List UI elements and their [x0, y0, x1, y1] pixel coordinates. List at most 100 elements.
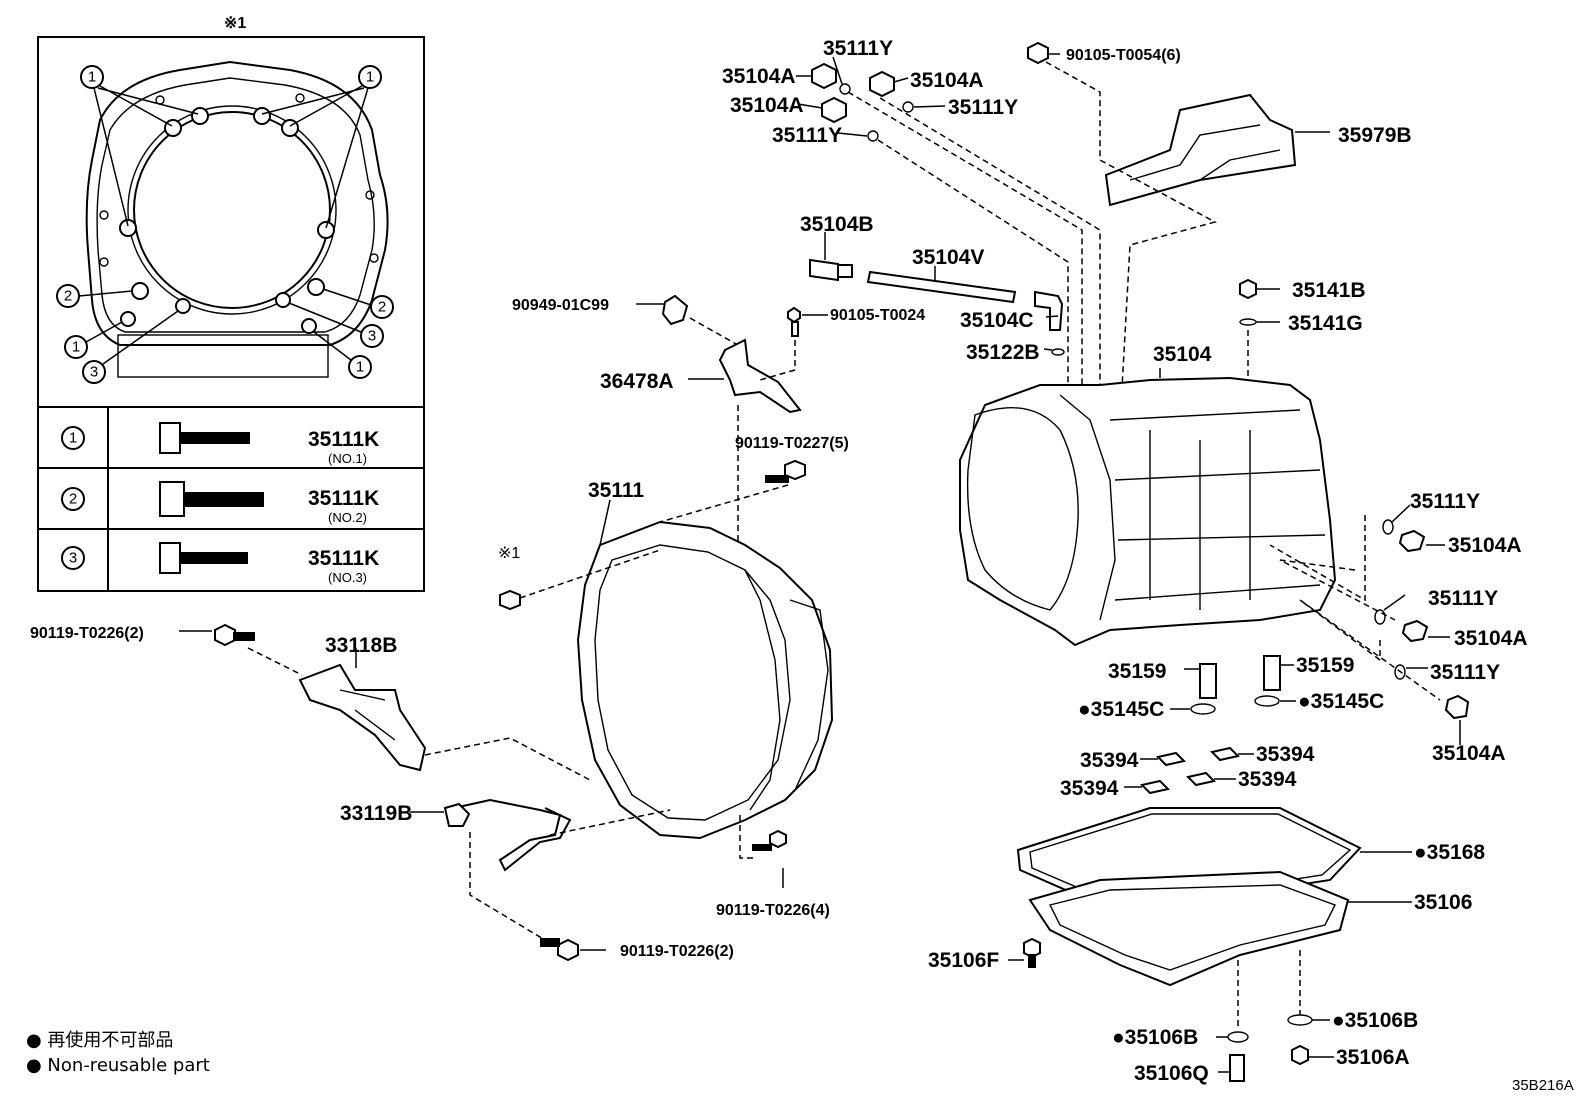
adapter-plate-drawing: 1 1 2 2 1: [56, 60, 394, 384]
label-ref-mark: ※1: [498, 545, 520, 562]
svg-text:1: 1: [69, 430, 77, 447]
bolt-90105-T0024-icon: [787, 306, 801, 324]
leader-dash: [549, 809, 671, 836]
leader-dash: [739, 815, 755, 859]
gasket-35145C-right-icon: [1254, 695, 1280, 707]
bolt-90119-T0226-4-icon: [769, 829, 787, 849]
label-33119B: 33119B: [340, 802, 412, 825]
label-90105-T0024: 90105-T0024: [830, 307, 925, 324]
gasket-35106B-right-icon: [1287, 1014, 1313, 1026]
legend-jp: ● 再使用不可部品: [26, 1030, 173, 1051]
svg-text:35111K: 35111K: [308, 547, 379, 570]
label-35145C: ●35145C: [1078, 698, 1164, 721]
svg-text:1: 1: [88, 69, 96, 86]
leader-dash: [1045, 61, 1218, 389]
callout-1-top-right: 1: [261, 65, 382, 229]
label-90119-T0227: 90119-T0227(5): [735, 435, 849, 452]
plug-35106Q-icon: [1229, 1054, 1245, 1082]
callout-1-right: 1: [313, 331, 372, 379]
pipe-35104V-icon: [866, 270, 1017, 304]
label-35394: 35394: [1238, 768, 1297, 791]
label-33118B: 33118B: [325, 634, 397, 657]
magnet-35394-d-icon: [1186, 771, 1216, 787]
leader-dash: [877, 139, 1069, 388]
label-90119-T0226-2: 90119-T0226(2): [620, 943, 734, 960]
callout-3-left: 3: [82, 310, 179, 384]
plug-35104A-top-right-icon: [869, 70, 895, 98]
bracket-33118B: [179, 623, 591, 781]
plug-35104A-r1-icon: [1398, 529, 1426, 553]
label-35106Q: 35106Q: [1134, 1062, 1209, 1085]
label-35111Y: 35111Y: [948, 96, 1018, 119]
svg-text:2: 2: [69, 491, 77, 508]
svg-text:3: 3: [368, 328, 376, 345]
label-35104A: 35104A: [910, 69, 984, 92]
label-90119-T0226-4: 90119-T0226(4): [716, 902, 830, 919]
label-35104A: 35104A: [1454, 627, 1528, 650]
bolt-no3-thread-icon: [180, 552, 248, 564]
svg-text:1: 1: [72, 339, 80, 356]
svg-text:2: 2: [378, 299, 386, 316]
svg-text:(NO.3): (NO.3): [328, 570, 367, 585]
label-35111Y: 35111Y: [1428, 587, 1498, 610]
connector-35104B-icon: [809, 258, 839, 282]
label-90119-T0226: 90119-T0226(2): [30, 625, 144, 642]
bolt-no1-head-icon: [159, 422, 181, 454]
table-row: 2 35111K (NO.2): [61, 481, 379, 525]
label-35106F: 35106F: [928, 949, 999, 972]
inset-note-mark: ※1: [224, 15, 246, 32]
leader-dash: [1269, 515, 1441, 701]
label-35111Y: 35111Y: [1410, 490, 1480, 513]
label-35106B: ●35106B: [1112, 1026, 1198, 1049]
bolt-90119-T0226-left-icon: [214, 623, 236, 647]
label-35104A: 35104A: [730, 94, 804, 117]
label-35394: 35394: [1060, 777, 1119, 800]
label-35394: 35394: [1080, 749, 1139, 772]
plug-35104A-r3-icon: [1444, 694, 1470, 720]
plug-35106A-icon: [1291, 1044, 1309, 1066]
oil-pan-group: [1008, 807, 1412, 1082]
label-35104V: 35104V: [912, 246, 984, 269]
elbow-35104C-icon: [1034, 290, 1064, 331]
label-35111: 35111: [588, 479, 644, 502]
plug-35104A-top-left-icon: [811, 62, 837, 90]
label-35104C: 35104C: [960, 309, 1034, 332]
label-35145C: ●35145C: [1298, 690, 1384, 713]
plug-35104A-r2-icon: [1401, 619, 1429, 643]
label-35111Y: 35111Y: [772, 124, 842, 147]
callout-1-left: 1: [64, 321, 123, 359]
figure-code: 35B216A: [1512, 1077, 1574, 1094]
o-ring-35111Y-mid-right-icon: [902, 101, 914, 113]
label-35159: 35159: [1296, 654, 1354, 677]
bolt-table: 1 35111K (NO.1) 2 35111K (NO.2) 3 35111K: [38, 406, 424, 591]
legend-en: ● Non-reusable part: [26, 1055, 210, 1076]
label-35979B: 35979B: [1338, 124, 1412, 147]
svg-text:3: 3: [90, 364, 98, 381]
o-ring-35111Y-r2-icon: [1374, 609, 1386, 625]
o-ring-35111Y-r3-icon: [1394, 664, 1406, 680]
bolt-90119-T0226-bottom-icon: [557, 938, 579, 962]
label-36478A: 36478A: [600, 370, 674, 393]
magnet-35394-a-icon: [1156, 751, 1186, 767]
table-row: 3 35111K (NO.3): [61, 542, 379, 585]
label-35122B: 35122B: [966, 341, 1040, 364]
svg-text:1: 1: [366, 69, 374, 86]
label-35111Y: 35111Y: [1430, 661, 1500, 684]
leader-dash: [424, 737, 591, 781]
table-row: 1 35111K (NO.1): [61, 422, 379, 466]
label-35104A: 35104A: [1432, 742, 1506, 765]
label-35159: 35159: [1108, 660, 1166, 683]
bolt-35106F-icon: [1023, 937, 1041, 959]
label-35106: 35106: [1414, 891, 1472, 914]
label-35106A: 35106A: [1336, 1046, 1410, 1069]
inset-frame: [37, 36, 425, 592]
label-35104: 35104: [1153, 343, 1212, 366]
leader-dash: [469, 832, 546, 941]
bolt-no2-thread-icon: [184, 492, 264, 507]
clip-90949-01C99-icon: [661, 294, 689, 326]
label-35141G: 35141G: [1288, 312, 1363, 335]
svg-text:3: 3: [69, 550, 77, 567]
bracket-36478A: [636, 294, 828, 550]
leader-dash: [689, 317, 737, 345]
o-ring-35111Y-r1-icon: [1382, 519, 1394, 535]
